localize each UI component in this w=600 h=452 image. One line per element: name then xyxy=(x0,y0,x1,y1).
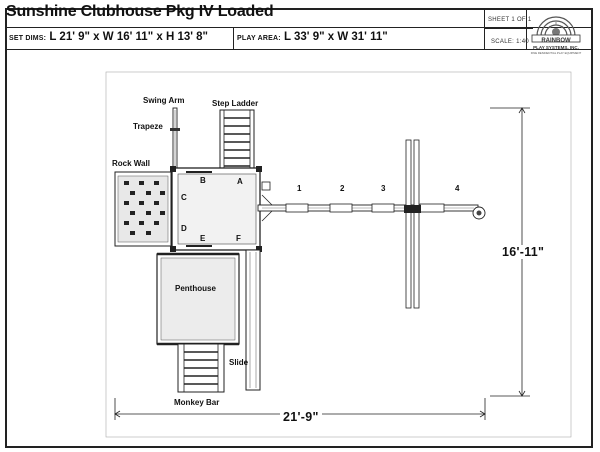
length-dimension-label: 21'-9" xyxy=(280,410,322,424)
logo-line1: PLAY SYSTEMS, INC. xyxy=(533,45,579,50)
zone-letter-a: A xyxy=(237,177,243,186)
drawing-title: Sunshine Clubhouse Pkg IV Loaded xyxy=(6,3,274,20)
zone-letter-f: F xyxy=(236,234,241,243)
play-area-value: L 33' 9" x W 31' 11" xyxy=(283,31,388,43)
swing-arm-label: Swing Arm xyxy=(143,96,185,105)
title-divider-bottom xyxy=(7,49,591,50)
play-area-divider xyxy=(233,27,234,49)
swing-position-2: 2 xyxy=(340,184,345,193)
trapeze-label: Trapeze xyxy=(133,122,163,131)
set-dims-label: SET DIMS: xyxy=(9,35,47,42)
rock-wall-label: Rock Wall xyxy=(112,159,150,168)
step-ladder xyxy=(219,109,255,171)
logo-divider xyxy=(526,10,527,49)
logo-line2: FINE RESIDENTIAL PLAY EQUIPMENT xyxy=(530,51,582,55)
play-area-outline xyxy=(105,71,572,438)
rock-wall xyxy=(114,171,172,247)
sheet-number: SHEET 1 OF 1 xyxy=(488,17,532,23)
swing-position-1: 1 xyxy=(297,184,302,193)
sheet-scale-divider xyxy=(484,28,533,29)
set-dims: SET DIMS: L 21' 9" x W 16' 11" x H 13' 8… xyxy=(9,31,208,43)
penthouse xyxy=(156,252,240,346)
step-ladder-label: Step Ladder xyxy=(212,99,259,108)
logo-name: RAINBOW xyxy=(541,38,571,44)
zone-letter-b: B xyxy=(200,176,206,185)
penthouse-label: Penthouse xyxy=(175,284,216,293)
rainbow-logo xyxy=(531,16,581,43)
zone-letter-e: E xyxy=(200,234,206,243)
zone-letter-d: D xyxy=(181,224,187,233)
slide-label: Slide xyxy=(229,358,249,367)
play-area-label: PLAY AREA: xyxy=(237,35,281,42)
sheet-divider xyxy=(484,10,485,49)
monkey-bar-label: Monkey Bar xyxy=(174,398,220,407)
monkey-bar xyxy=(177,343,225,393)
scale: SCALE: 1:40 xyxy=(491,39,529,45)
width-dimension-label: 16'-11" xyxy=(499,245,548,259)
clubhouse-deck xyxy=(170,166,271,252)
slide xyxy=(245,249,261,391)
zone-letter-c: C xyxy=(181,193,187,202)
swing-position-3: 3 xyxy=(381,184,386,193)
drawing-sheet xyxy=(5,8,593,448)
swing-arm xyxy=(170,107,180,173)
swing-position-4: 4 xyxy=(455,184,460,193)
set-dims-value: L 21' 9" x W 16' 11" x H 13' 8" xyxy=(49,31,209,43)
title-divider-top xyxy=(7,27,591,28)
swing-beam xyxy=(257,139,486,309)
play-area: PLAY AREA: L 33' 9" x W 31' 11" xyxy=(237,31,388,43)
